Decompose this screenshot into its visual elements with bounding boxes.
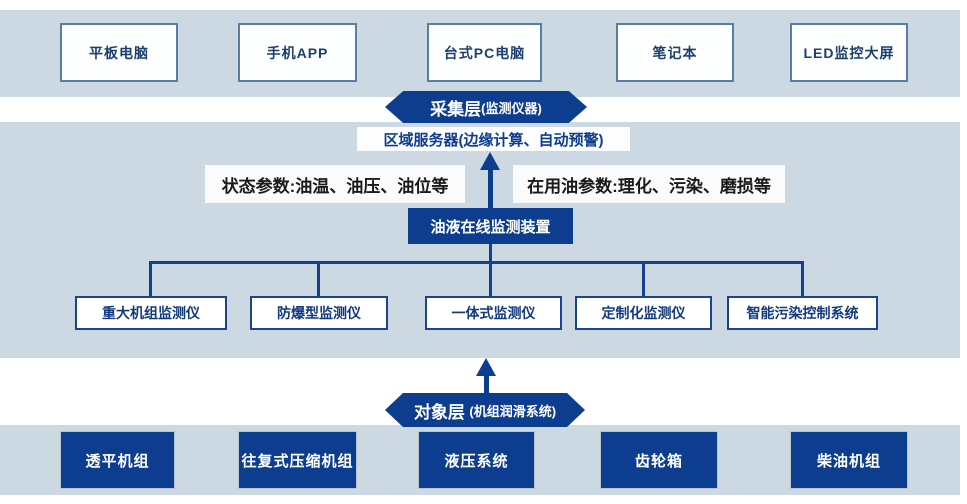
regional-server-box: 区域服务器(边缘计算、自动预警) [357, 127, 630, 151]
connector-stub-3 [489, 261, 492, 296]
monitor-box-label: 重大机组监测仪 [102, 305, 200, 321]
object-layer-title: 对象层 [413, 402, 465, 422]
object-box-label: 液压系统 [444, 452, 509, 470]
terminal-box-mobile-app: 手机APP [238, 23, 357, 82]
regional-server-label: 区域服务器(边缘计算、自动预警) [383, 131, 604, 149]
status-params-text: 状态参数:油温、油压、油位等 [221, 176, 449, 196]
monitor-box-label: 智能污染控制系统 [746, 305, 859, 321]
terminal-box-laptop: 笔记本 [616, 23, 734, 82]
terminal-box-label: 台式PC电脑 [443, 44, 526, 61]
connector-stub-4 [642, 261, 645, 296]
monitor-box-explosion-proof: 防爆型监测仪 [250, 296, 388, 330]
terminal-box-label: 手机APP [266, 44, 329, 61]
connector-stub-2 [317, 261, 320, 296]
monitor-box-label: 一体式监测仪 [451, 305, 536, 321]
monitor-box-integrated: 一体式监测仪 [425, 296, 562, 330]
object-layer-banner: 对象层 (机组润滑系统) [385, 393, 585, 427]
object-box-label: 透平机组 [85, 452, 150, 470]
oil-params-text: 在用油参数:理化、污染、磨损等 [527, 176, 771, 196]
terminal-box-label: LED监控大屏 [803, 44, 895, 61]
terminal-box-label: 平板电脑 [89, 44, 149, 61]
terminal-box-led-screen: LED监控大屏 [790, 23, 908, 82]
online-monitor-device-box: 油液在线监测装置 [408, 208, 573, 244]
monitor-box-label: 定制化监测仪 [601, 305, 686, 321]
online-monitor-device-label: 油液在线监测装置 [430, 218, 551, 236]
terminal-box-label: 笔记本 [652, 44, 698, 61]
collection-layer-subtitle: (监测仪器) [481, 100, 542, 116]
object-box-gearbox: 齿轮箱 [600, 431, 718, 489]
object-box-label: 往复式压缩机组 [241, 452, 354, 470]
oil-params-label: 在用油参数:理化、污染、磨损等 [513, 165, 785, 203]
connector-trunk-line [489, 244, 492, 263]
connector-stub-5 [801, 261, 804, 296]
connector-horizontal-line [150, 261, 804, 264]
collection-layer-banner: 采集层(监测仪器) [385, 91, 587, 123]
object-layer-subtitle: (机组润滑系统) [469, 403, 557, 419]
object-box-hydraulic-system: 液压系统 [418, 431, 535, 489]
monitor-box-pollution-control: 智能污染控制系统 [727, 296, 878, 330]
status-params-label: 状态参数:油温、油压、油位等 [205, 165, 465, 203]
object-box-label: 柴油机组 [816, 452, 881, 470]
up-arrow-icon [476, 358, 496, 376]
terminal-box-tablet: 平板电脑 [60, 23, 178, 82]
object-box-label: 齿轮箱 [634, 452, 683, 470]
object-box-turbine-unit: 透平机组 [60, 431, 175, 489]
object-box-diesel-unit: 柴油机组 [790, 431, 908, 489]
up-arrow-shaft [488, 168, 493, 208]
monitor-box-label: 防爆型监测仪 [277, 305, 361, 321]
monitor-box-customized: 定制化监测仪 [575, 296, 712, 330]
up-arrow-icon [480, 152, 500, 170]
monitor-box-major-units: 重大机组监测仪 [75, 296, 227, 330]
connector-stub-1 [149, 261, 152, 296]
collection-layer-title: 采集层 [430, 99, 482, 119]
terminal-box-desktop-pc: 台式PC电脑 [427, 23, 542, 82]
object-box-reciprocating-compressor: 往复式压缩机组 [238, 431, 357, 489]
up-arrow-shaft [484, 374, 489, 393]
